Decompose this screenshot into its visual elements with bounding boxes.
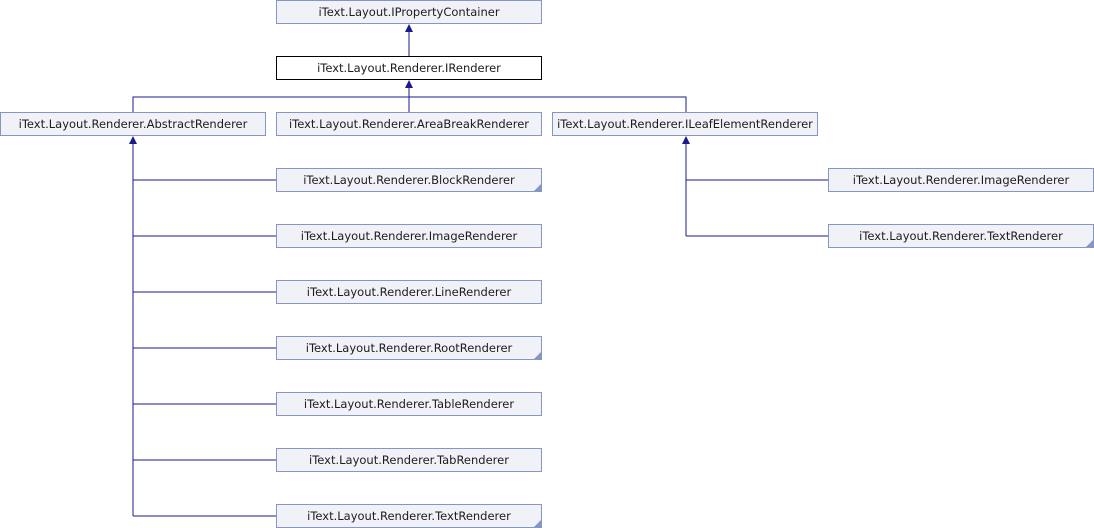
- node-label: iText.Layout.Renderer.ImageRenderer: [300, 229, 518, 243]
- edge-ileafelementrenderer-to-irenderer: [409, 96, 687, 113]
- node-leaf-text-renderer[interactable]: iText.Layout.Renderer.TextRenderer: [828, 224, 1094, 248]
- node-root-renderer[interactable]: iText.Layout.Renderer.RootRenderer: [276, 336, 542, 360]
- node-leaf-image-renderer[interactable]: iText.Layout.Renderer.ImageRenderer: [828, 168, 1094, 192]
- node-label: iText.Layout.Renderer.ILeafElementRender…: [557, 117, 813, 131]
- node-line-renderer[interactable]: iText.Layout.Renderer.LineRenderer: [276, 280, 542, 304]
- node-text-renderer[interactable]: iText.Layout.Renderer.TextRenderer: [276, 504, 542, 528]
- node-label: iText.Layout.Renderer.ImageRenderer: [852, 173, 1070, 187]
- fold-corner-icon: [1086, 240, 1093, 247]
- node-label: iText.Layout.Renderer.TextRenderer: [307, 509, 511, 523]
- fold-corner-icon: [534, 352, 541, 359]
- node-label: iText.Layout.Renderer.TextRenderer: [859, 229, 1063, 243]
- fold-corner-icon: [534, 184, 541, 191]
- node-areabreak-renderer[interactable]: iText.Layout.Renderer.AreaBreakRenderer: [276, 112, 542, 136]
- fold-corner-icon: [534, 520, 541, 527]
- node-table-renderer[interactable]: iText.Layout.Renderer.TableRenderer: [276, 392, 542, 416]
- node-label: iText.Layout.Renderer.TableRenderer: [303, 397, 515, 411]
- node-ileafelement-renderer[interactable]: iText.Layout.Renderer.ILeafElementRender…: [552, 112, 818, 136]
- node-label: iText.Layout.Renderer.LineRenderer: [306, 285, 512, 299]
- edge-abstractrenderer-to-irenderer: [132, 96, 409, 113]
- node-label: iText.Layout.IPropertyContainer: [318, 5, 500, 19]
- node-label: iText.Layout.Renderer.RootRenderer: [305, 341, 513, 355]
- node-irenderer: iText.Layout.Renderer.IRenderer: [276, 56, 542, 80]
- node-label: iText.Layout.Renderer.TabRenderer: [309, 453, 509, 467]
- node-label: iText.Layout.Renderer.AbstractRenderer: [18, 117, 248, 131]
- node-tab-renderer[interactable]: iText.Layout.Renderer.TabRenderer: [276, 448, 542, 472]
- node-iproperty-container[interactable]: iText.Layout.IPropertyContainer: [276, 0, 542, 24]
- node-image-renderer[interactable]: iText.Layout.Renderer.ImageRenderer: [276, 224, 542, 248]
- node-label: iText.Layout.Renderer.BlockRenderer: [303, 173, 515, 187]
- node-label: iText.Layout.Renderer.IRenderer: [317, 61, 501, 75]
- node-label: iText.Layout.Renderer.AreaBreakRenderer: [288, 117, 530, 131]
- node-block-renderer[interactable]: iText.Layout.Renderer.BlockRenderer: [276, 168, 542, 192]
- node-abstract-renderer[interactable]: iText.Layout.Renderer.AbstractRenderer: [0, 112, 266, 136]
